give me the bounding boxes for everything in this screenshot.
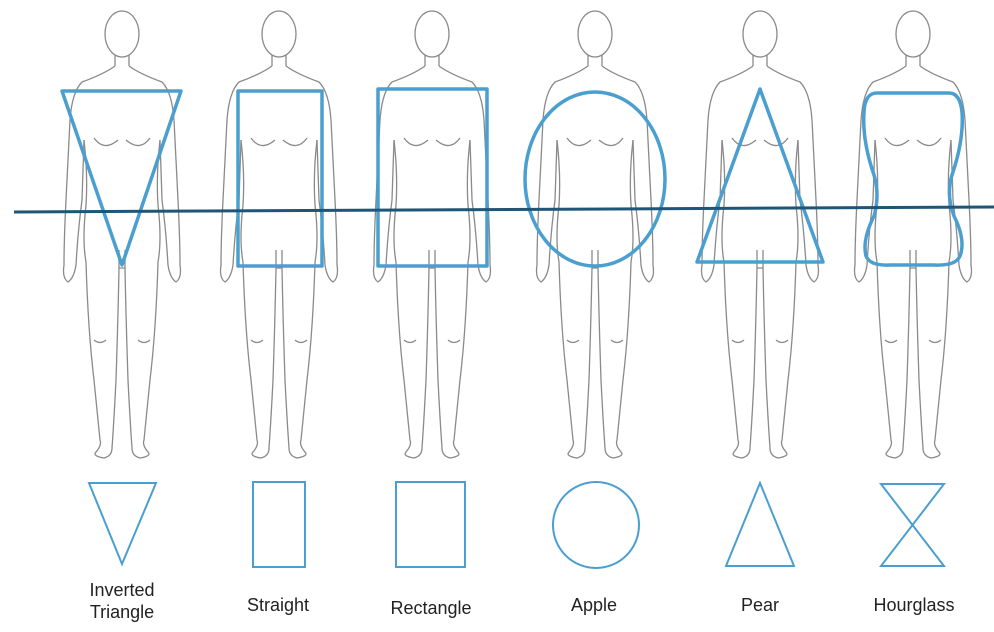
label-apple: Apple <box>524 594 664 616</box>
body-figure-rectangle <box>374 11 491 458</box>
triangle-icon <box>726 483 794 566</box>
rectangle-icon <box>396 482 465 567</box>
label-rectangle: Rectangle <box>361 597 501 619</box>
narrow-rectangle-icon <box>253 482 305 567</box>
body-figure-hourglass <box>855 11 972 458</box>
hourglass-icon <box>881 484 944 566</box>
inverted-triangle-icon <box>89 483 156 564</box>
body-figure-pear <box>702 11 819 458</box>
label-hourglass: Hourglass <box>844 594 984 616</box>
body-figure-apple <box>537 11 654 458</box>
circle-icon <box>553 482 639 568</box>
label-inverted-triangle: Inverted Triangle <box>52 579 192 623</box>
body-figure-inverted-triangle <box>64 11 181 458</box>
narrow-rectangle-overlay <box>238 91 322 266</box>
circle-overlay <box>525 92 665 266</box>
horizontal-reference-line <box>14 207 994 212</box>
inverted-triangle-overlay <box>62 91 181 265</box>
label-straight: Straight <box>208 594 348 616</box>
hourglass-overlay <box>864 93 963 265</box>
label-pear: Pear <box>690 594 830 616</box>
